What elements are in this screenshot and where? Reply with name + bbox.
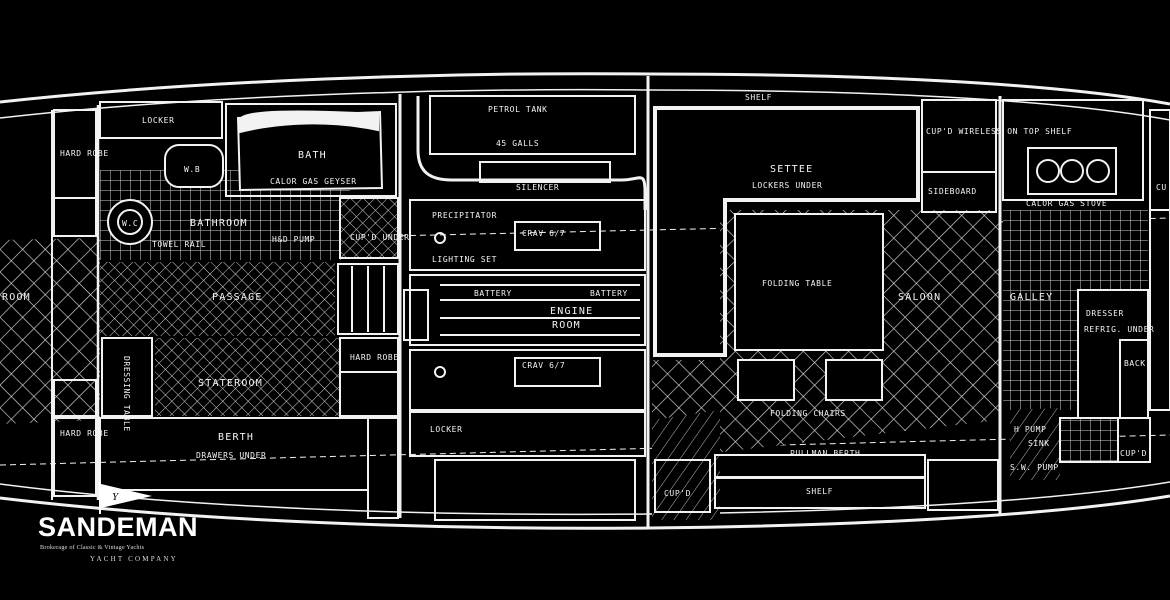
- label-berth: BERTH: [218, 432, 254, 443]
- engine-room: [403, 95, 647, 521]
- label-folding-chairs: FOLDING CHAIRS: [770, 409, 846, 418]
- label-hard-robe-mid: HARD ROBE: [350, 353, 399, 362]
- label-shelf-bottom: SHELF: [806, 487, 833, 496]
- logo-tagline: Brokerage of Classic & Vintage Yachts: [40, 544, 145, 551]
- label-dressing-table: DRESSING TABLE: [122, 356, 131, 432]
- label-pullman-berth: PULLMAN BERTH: [790, 449, 860, 458]
- label-wc: W.C: [122, 219, 138, 228]
- label-refrig-under: REFRIG. UNDER: [1084, 325, 1154, 334]
- label-bathroom: BATHROOM: [190, 218, 248, 229]
- burgee-flag-icon: Y: [99, 482, 152, 514]
- label-room: ROOM: [2, 292, 31, 303]
- label-back: BACK: [1124, 359, 1146, 368]
- label-battery-left: BATTERY: [474, 289, 512, 298]
- label-galls: 45 GALLS: [496, 139, 539, 148]
- label-hd-pump: H&D PUMP: [272, 235, 315, 244]
- label-sideboard: SIDEBOARD: [928, 187, 977, 196]
- flag-letter: Y: [112, 491, 120, 503]
- sandeman-logo[interactable]: Y SANDEMAN Brokerage of Classic & Vintag…: [38, 480, 199, 565]
- label-calor-gas-stove: CALOR GAS STOVE: [1026, 199, 1107, 208]
- label-crav-bottom: CRAV 6/7: [522, 361, 565, 370]
- label-calor-gas-geyser: CALOR GAS GEYSER: [270, 177, 357, 186]
- logo-name: SANDEMAN: [38, 512, 199, 542]
- label-bath: BATH: [298, 150, 327, 161]
- label-cupboard-under: CUP'D UNDER: [350, 233, 410, 242]
- label-silencer: SILENCER: [516, 183, 559, 192]
- label-battery-right: BATTERY: [590, 289, 628, 298]
- label-hard-robe-top: HARD ROBE: [60, 149, 109, 158]
- label-crav-top: CRAV 6/7: [522, 229, 565, 238]
- label-settee: SETTEE: [770, 164, 813, 175]
- label-cupd-bottom: CUP'D: [664, 489, 691, 498]
- label-locker-engine: LOCKER: [430, 425, 463, 434]
- label-galley: GALLEY: [1010, 292, 1053, 303]
- label-sw-pump: S.W. PUMP: [1010, 463, 1059, 472]
- label-room-engine: ROOM: [552, 320, 581, 331]
- label-drawers-under: DRAWERS UNDER: [196, 451, 266, 460]
- label-locker: LOCKER: [142, 116, 175, 125]
- label-engine: ENGINE: [550, 306, 593, 317]
- label-towel-rail: TOWEL RAIL: [152, 240, 206, 249]
- room-labels: LOCKER BATH CALOR GAS GEYSER BATHROOM HA…: [2, 93, 1167, 498]
- label-h-pump: H PUMP: [1014, 425, 1047, 434]
- label-wb: W.B: [184, 165, 200, 174]
- label-folding-table: FOLDING TABLE: [762, 279, 832, 288]
- bulkheads: [51, 76, 1002, 528]
- galley-fittings: [1002, 99, 1170, 463]
- logo-company: YACHT COMPANY: [90, 555, 178, 563]
- label-petrol-tank: PETROL TANK: [488, 105, 548, 114]
- label-saloon: SALOON: [898, 292, 941, 303]
- label-hard-robe-low: HARD ROBE: [60, 429, 109, 438]
- label-cupd-right: CUP'D: [1120, 449, 1147, 458]
- label-lockers-under: LOCKERS UNDER: [752, 181, 822, 190]
- forward-cabins: [53, 101, 399, 519]
- label-sink: SINK: [1028, 439, 1050, 448]
- label-shelf-top: SHELF: [745, 93, 772, 102]
- label-passage: PASSAGE: [212, 292, 263, 303]
- label-lighting-set: LIGHTING SET: [432, 255, 497, 264]
- label-cupd-wireless: CUP'D WIRELESS ON TOP SHELF: [926, 127, 1072, 136]
- label-dresser: DRESSER: [1086, 309, 1124, 318]
- label-precipitator: PRECIPITATOR: [432, 211, 497, 220]
- saloon-furniture: [653, 99, 999, 513]
- label-cu: CU: [1156, 183, 1167, 192]
- label-stateroom: STATEROOM: [198, 378, 263, 389]
